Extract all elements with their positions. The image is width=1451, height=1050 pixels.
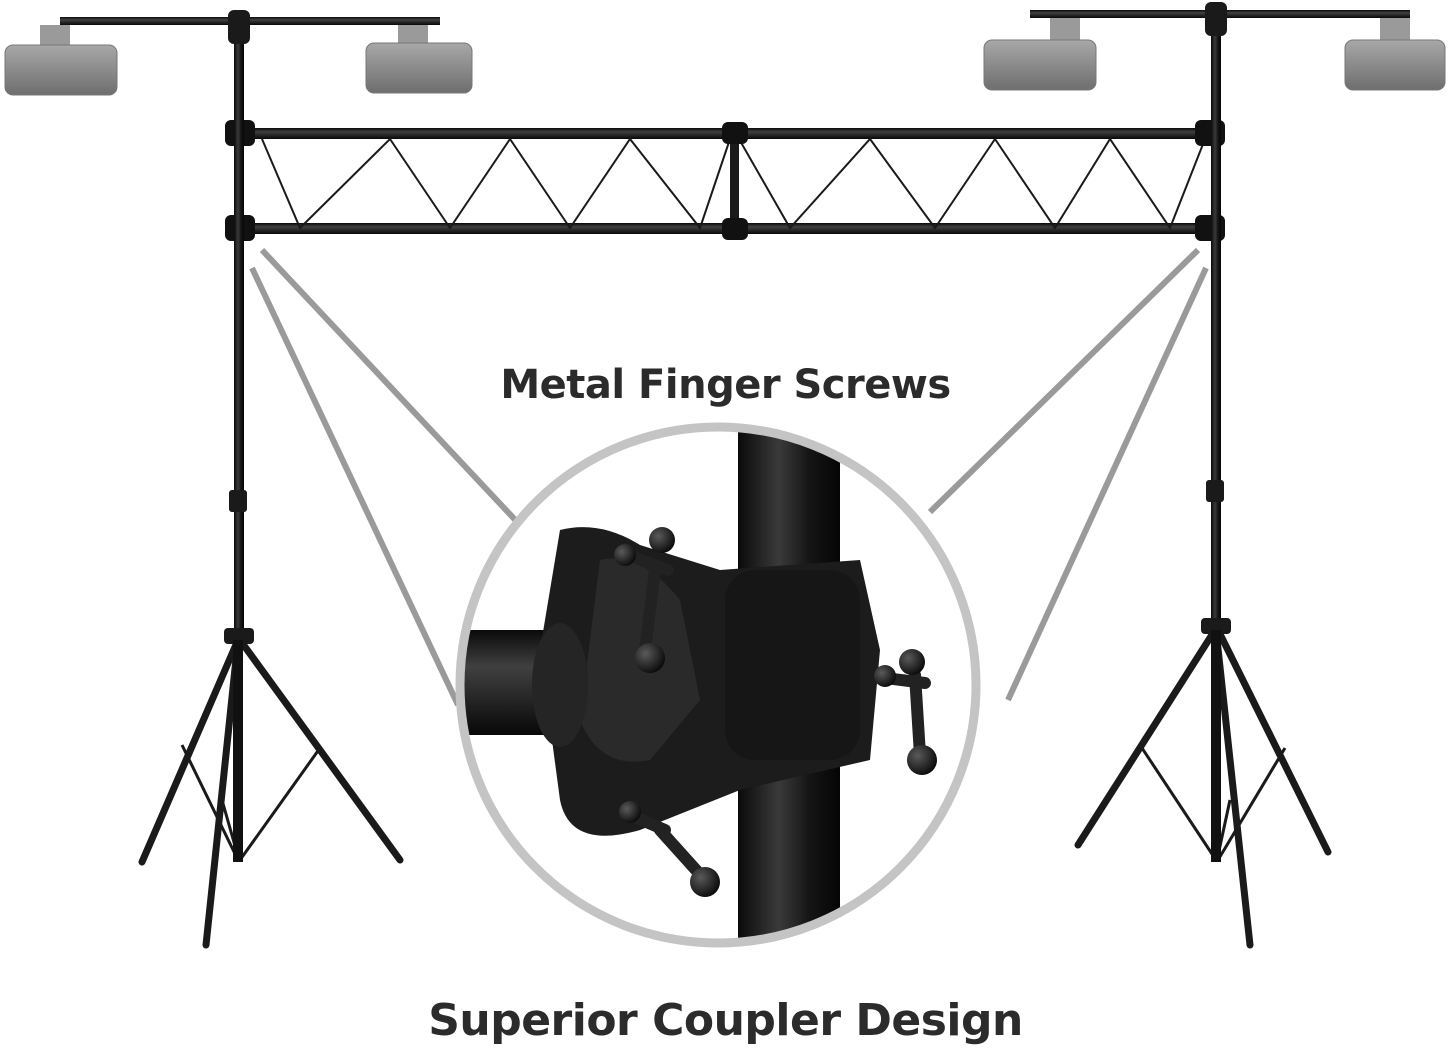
callout-line-left-upper <box>259 247 523 528</box>
light-left-inner <box>365 25 473 94</box>
caption-metal-finger-screws: Metal Finger Screws <box>500 362 951 408</box>
caption-superior-coupler-design: Superior Coupler Design <box>428 995 1023 1046</box>
callout-line-left-lower <box>249 266 461 707</box>
right-stand <box>1030 2 1410 949</box>
callout-line-right-lower <box>1005 266 1209 702</box>
light-right-outer <box>1344 18 1446 91</box>
light-right-inner <box>983 18 1097 91</box>
left-stand <box>60 10 440 949</box>
light-left-outer <box>4 25 118 96</box>
callout-line-right-upper <box>927 247 1201 515</box>
truss-beam <box>225 120 1225 241</box>
callout-lines <box>249 247 1209 707</box>
coupler-closeup-illustration <box>455 422 981 948</box>
stage-lights <box>4 18 1446 96</box>
